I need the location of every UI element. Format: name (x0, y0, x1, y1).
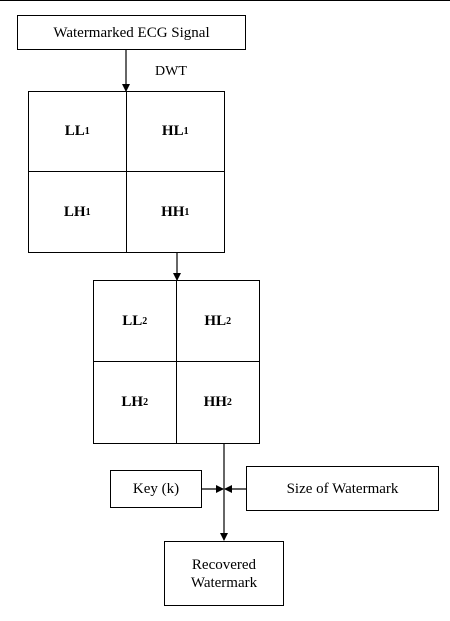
dwt-label: DWT (155, 64, 187, 79)
key-label: Key (k) (132, 481, 180, 497)
top-border-line (0, 0, 450, 1)
size-of-watermark-label: Size of Watermark (286, 480, 399, 497)
size-of-watermark-box: Size of Watermark (246, 466, 439, 511)
recovered-watermark-line1: Recovered (191, 556, 257, 573)
recovered-watermark-line2: Watermark (190, 574, 258, 591)
watermarked-ecg-signal-label: Watermarked ECG Signal (53, 24, 210, 41)
key-box: Key (k) (110, 470, 202, 508)
recovered-watermark-box: Recovered Watermark (164, 541, 284, 606)
watermarked-ecg-signal-box: Watermarked ECG Signal (17, 15, 246, 50)
